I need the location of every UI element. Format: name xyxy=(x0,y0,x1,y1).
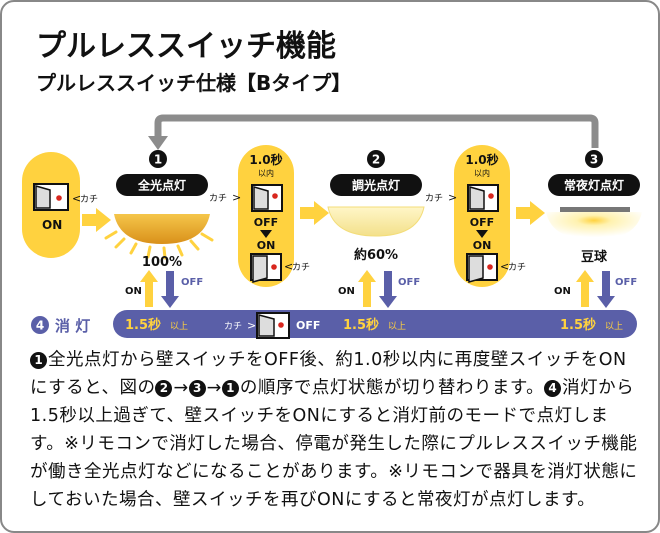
step1-label-pill xyxy=(116,174,208,196)
step2-off-label: OFF xyxy=(398,277,420,288)
desc-part1: 全光点灯から壁スイッチをOFF後、約1.0秒以内に再度壁スイッチをONにすると、… xyxy=(30,350,627,398)
bar-time-1-sub: 以上 xyxy=(170,321,188,332)
bar-wall-switch xyxy=(256,312,290,339)
step3-percent: 豆球 xyxy=(581,249,608,265)
step1-label: 全光点灯 xyxy=(137,178,186,193)
step3-label: 常夜灯点灯 xyxy=(564,178,624,193)
transition1-click2-label: カチ xyxy=(292,262,310,273)
page-title: プルレススイッチ機能 xyxy=(36,29,336,64)
transition2-time-sub: 以内 xyxy=(474,168,490,178)
step2-on-arrow xyxy=(358,270,376,307)
step3-fixture-base xyxy=(560,207,630,212)
bar-time-2-sub: 以上 xyxy=(388,321,406,332)
step3-ceiling-light xyxy=(546,212,642,240)
step1-light-rays xyxy=(104,230,214,260)
step2-number-badge xyxy=(367,150,385,168)
transition2-click2-marker: < xyxy=(500,260,509,273)
transition2-on-label: ON xyxy=(473,239,492,252)
bar-time-2: 1.5秒 xyxy=(343,317,379,333)
transition1-click-label: カチ xyxy=(209,193,227,204)
transition2-time: 1.0秒 xyxy=(465,152,498,167)
transition2-switch-off xyxy=(467,184,499,212)
transition2-pill xyxy=(454,145,510,287)
desc-step1-badge: 1 xyxy=(30,352,47,369)
initial-on-label: ON xyxy=(42,218,62,232)
step3-on-label: ON xyxy=(554,286,571,297)
off-bar xyxy=(113,310,637,338)
transition2-click-marker: > xyxy=(448,191,457,204)
bar-click-marker: > xyxy=(247,319,256,332)
step2-label: 調光点灯 xyxy=(352,178,400,193)
step1-number-badge xyxy=(149,150,167,168)
step1-number: 1 xyxy=(154,153,162,167)
initial-click-marker: < xyxy=(72,192,81,205)
return-arrow-head xyxy=(148,136,168,150)
bar-time-3-sub: 以上 xyxy=(605,321,623,332)
initial-wall-switch xyxy=(33,183,69,211)
arrow-to-step2 xyxy=(300,201,329,225)
step3-off-label: OFF xyxy=(615,277,637,288)
transition1-down-arrow xyxy=(260,230,272,238)
transition2-down-arrow xyxy=(476,230,488,238)
step2-label-pill xyxy=(330,174,422,196)
step3-number: 3 xyxy=(590,153,598,167)
transition2-switch-on xyxy=(466,253,498,283)
desc-part3: 消灯から1.5秒以上過ぎて、壁スイッチをONにすると消灯前のモードで点灯します。… xyxy=(30,378,638,510)
desc-step3-badge: 3 xyxy=(188,380,206,397)
step1-ceiling-light xyxy=(114,214,210,244)
initial-click-label: カチ xyxy=(80,194,98,205)
transition1-click2-marker: < xyxy=(284,260,293,273)
flow-diagram: プルレススイッチ機能 プルレススイッチ仕様【Bタイプ】 ON < カチ 1 全光… xyxy=(22,29,642,339)
bar-off-label: OFF xyxy=(296,319,320,332)
step1-on-arrow xyxy=(140,270,158,307)
step2-off-arrow xyxy=(379,271,397,308)
arrow-to-step1 xyxy=(82,208,111,232)
transition1-on-label: ON xyxy=(257,239,276,252)
step4-number: 4 xyxy=(36,319,44,333)
transition1-switch-off xyxy=(251,184,283,212)
arrow-to-step3 xyxy=(516,201,545,225)
step2-percent: 約60% xyxy=(354,247,398,263)
bar-click-label: カチ xyxy=(224,321,242,332)
step3-number-badge xyxy=(585,150,603,168)
transition2-click-label: カチ xyxy=(425,193,443,204)
transition1-switch-on xyxy=(250,253,282,283)
desc-part2: の順序で点灯状態が切り替わります。 xyxy=(239,378,545,398)
desc-step2-badge: 2 xyxy=(155,380,173,397)
desc-step1-badge-again: 1 xyxy=(221,380,239,397)
step3-on-arrow xyxy=(576,270,594,307)
step3-label-pill xyxy=(548,174,640,196)
desc-step4-badge: 4 xyxy=(544,380,562,397)
step4-label: 消 灯 xyxy=(55,317,90,335)
bar-time-3: 1.5秒 xyxy=(560,317,596,333)
transition2-click2-label: カチ xyxy=(508,262,526,273)
step2-on-label: ON xyxy=(338,286,355,297)
step2-ceiling-light xyxy=(327,206,425,237)
transition2-off-label: OFF xyxy=(470,216,494,229)
step1-percent: 100% xyxy=(142,255,182,270)
transition1-off-label: OFF xyxy=(254,216,278,229)
step1-on-label: ON xyxy=(125,286,142,297)
transition1-click-marker: > xyxy=(232,191,241,204)
step1-off-label: OFF xyxy=(181,277,203,288)
step2-number: 2 xyxy=(372,153,380,167)
step1-off-arrow xyxy=(161,271,179,308)
transition1-time-sub: 以内 xyxy=(258,168,274,178)
return-arrow xyxy=(154,114,599,148)
step3-off-arrow xyxy=(597,271,615,308)
page-subtitle: プルレススイッチ仕様【Bタイプ】 xyxy=(36,71,351,95)
step4-number-badge xyxy=(31,316,49,334)
transition1-pill xyxy=(238,145,294,287)
bar-time-1: 1.5秒 xyxy=(125,317,161,333)
transition1-time: 1.0秒 xyxy=(249,152,282,167)
